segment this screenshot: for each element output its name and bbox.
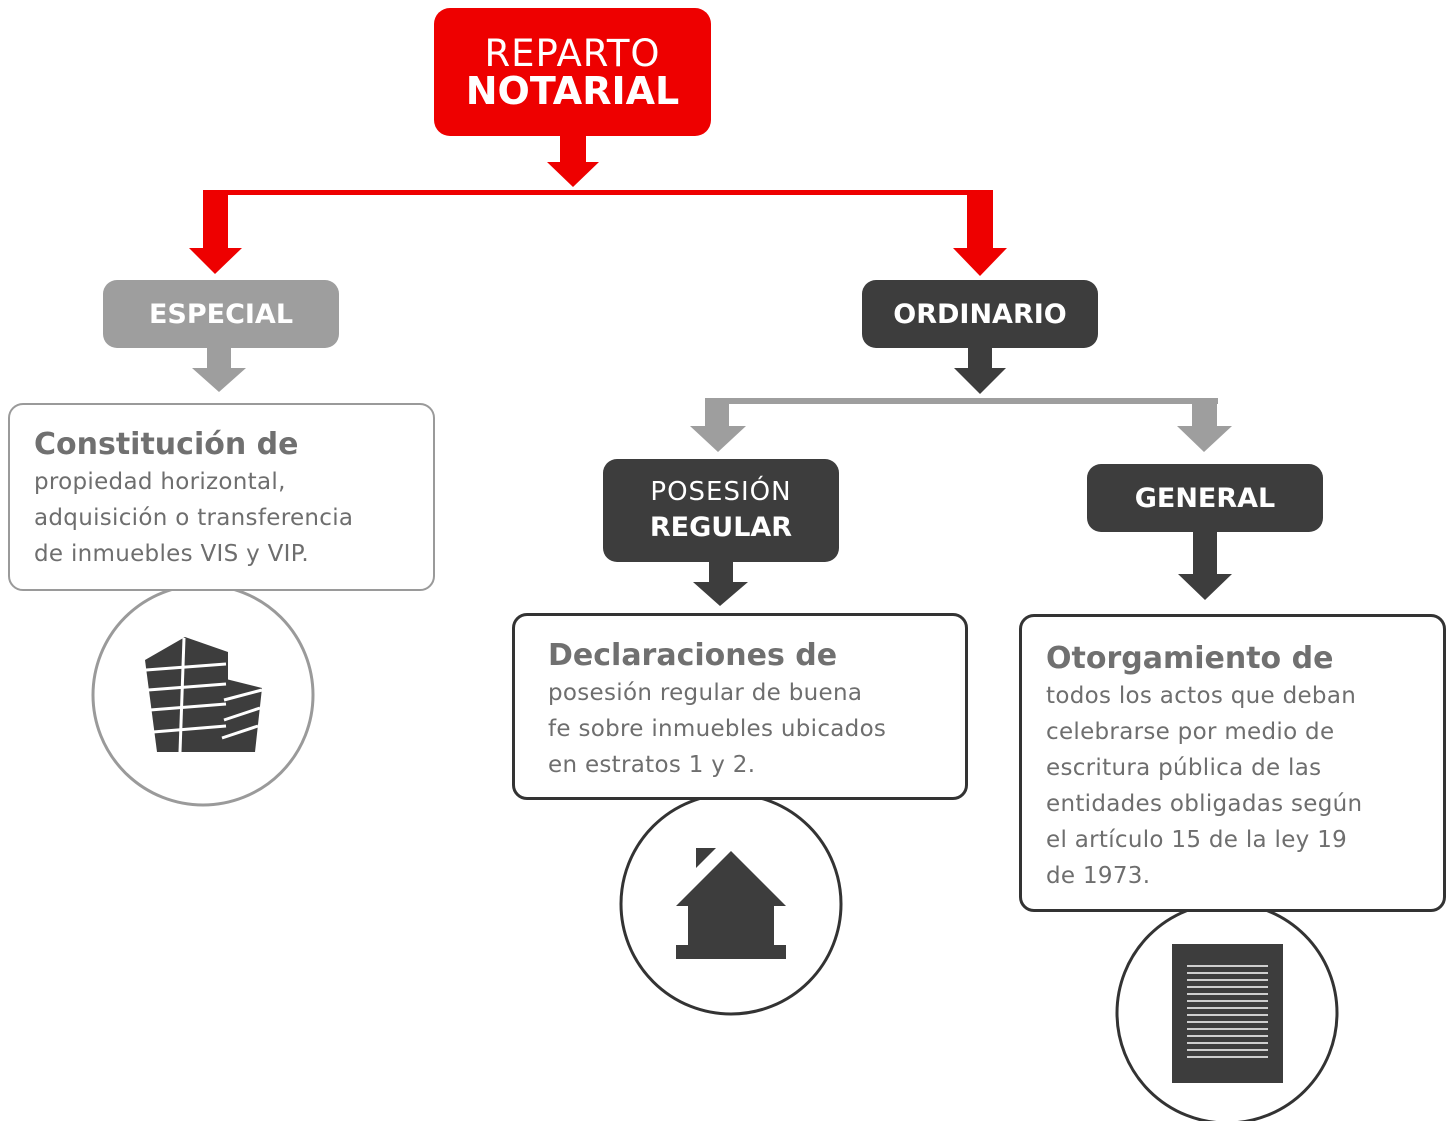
general-node: GENERAL [1087, 464, 1323, 532]
especial-description-heading: Constitución de [34, 427, 299, 462]
document-icon [1115, 901, 1339, 1121]
general-description-line: todos los actos que deban [1046, 683, 1357, 709]
house-icon [619, 792, 843, 1016]
posesion-description-line: posesión regular de buena [548, 680, 863, 706]
posesion-description-line: fe sobre inmuebles ubicados [548, 716, 887, 742]
root-node: REPARTO NOTARIAL [434, 8, 711, 136]
root-title-line1: REPARTO [484, 31, 661, 75]
posesion-description-line: en estratos 1 y 2. [548, 752, 756, 778]
posesion-label-line1: POSESIÓN [650, 477, 792, 508]
especial-label: ESPECIAL [148, 298, 294, 330]
root-down-arrow [547, 136, 599, 187]
red-connector [189, 190, 1007, 276]
general-label: GENERAL [1134, 482, 1276, 514]
general-description-line: el artículo 15 de la ley 19 [1046, 827, 1348, 853]
general-description-heading: Otorgamiento de [1046, 641, 1334, 676]
posesion-regular-node: POSESIÓN REGULAR [603, 459, 839, 562]
general-description-line: entidades obligadas según [1046, 791, 1363, 817]
posesion-label-line2: REGULAR [649, 511, 793, 543]
especial-description-line: adquisición o transferencia [34, 505, 354, 531]
posesion-description-heading: Declaraciones de [548, 638, 838, 673]
buildings-icon [91, 583, 315, 807]
especial-node: ESPECIAL [103, 280, 339, 348]
general-description-line: de 1973. [1046, 863, 1151, 889]
general-description-box: Otorgamiento de todos los actos que deba… [1019, 614, 1446, 912]
root-title-line2: NOTARIAL [465, 68, 680, 113]
gray-connector [690, 398, 1232, 452]
especial-description-line: propiedad horizontal, [34, 469, 286, 495]
posesion-down-arrow [693, 562, 748, 606]
general-description-line: celebrarse por medio de [1046, 719, 1335, 745]
especial-description-line: de inmuebles VIS y VIP. [34, 541, 309, 567]
especial-description-box: Constitución de propiedad horizontal, ad… [8, 403, 435, 591]
ordinario-label: ORDINARIO [893, 298, 1067, 330]
ordinario-node: ORDINARIO [862, 280, 1098, 348]
especial-down-arrow [192, 348, 246, 392]
ordinario-down-arrow [954, 348, 1006, 394]
general-description-line: escritura pública de las [1046, 755, 1322, 781]
posesion-description-box: Declaraciones de posesión regular de bue… [512, 613, 968, 800]
general-down-arrow [1178, 532, 1232, 600]
